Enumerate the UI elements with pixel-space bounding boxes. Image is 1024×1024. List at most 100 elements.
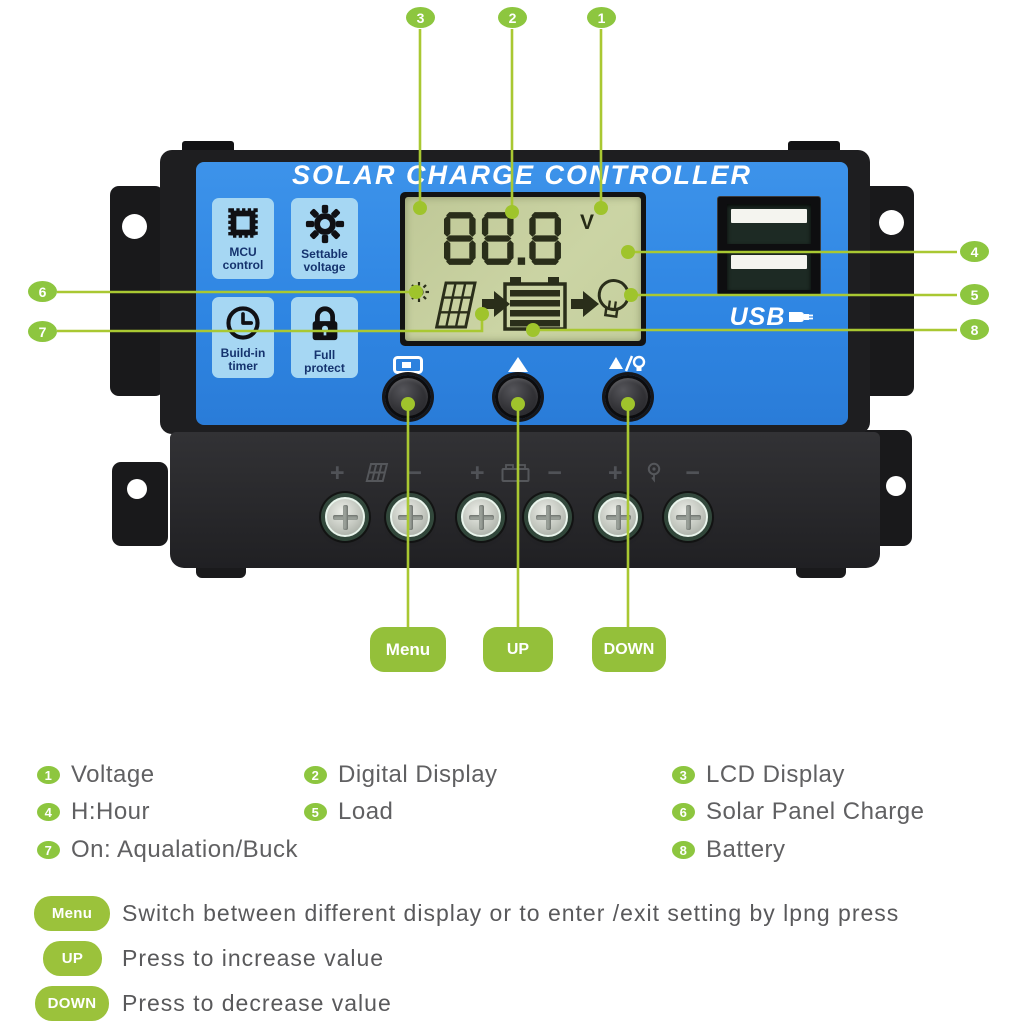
terminal-screw xyxy=(668,497,708,537)
legend-number-badge: 6 xyxy=(672,803,695,821)
legend-item: 4 H:Hour xyxy=(37,798,150,826)
legend-label: LCD Display xyxy=(706,761,845,788)
terminal-label-load: + − xyxy=(608,458,700,488)
callout-6: 6 xyxy=(28,281,57,302)
clock-icon xyxy=(226,306,260,340)
help-menu-text: Switch between different display or to e… xyxy=(122,900,900,926)
legend-label: Voltage xyxy=(71,761,155,788)
usb-tongue xyxy=(731,255,807,269)
legend-item: 5 Load xyxy=(304,798,393,826)
callout-7: 7 xyxy=(28,321,57,342)
help-up-pill: UP xyxy=(43,941,102,976)
help-up-text: Press to increase value xyxy=(122,945,385,971)
callout-8: 8 xyxy=(960,319,989,340)
menu-pill: Menu xyxy=(370,627,446,672)
usb-logo-text: USB xyxy=(729,302,786,331)
case-foot xyxy=(796,566,846,578)
up-pill: UP xyxy=(483,627,553,672)
terminal-screw xyxy=(325,497,365,537)
callout-5: 5 xyxy=(960,284,989,305)
lock-icon xyxy=(312,306,337,341)
minus-sign: − xyxy=(685,459,700,487)
legend-number-badge: 8 xyxy=(672,841,695,859)
mounting-hole xyxy=(879,210,904,235)
lcd-flow-icons xyxy=(409,277,630,331)
mounting-ear-bottom-left xyxy=(112,462,168,546)
mounting-hole xyxy=(127,479,147,499)
arrow-right-icon xyxy=(482,291,510,317)
mounting-hole xyxy=(122,214,147,239)
legend-item: 2 Digital Display xyxy=(304,761,498,789)
terminal-screw xyxy=(390,497,430,537)
lamp-icon xyxy=(597,279,630,319)
terminal-label-battery: + − xyxy=(470,458,562,488)
solar-panel-icon xyxy=(434,281,477,329)
legend-item: 1 Voltage xyxy=(37,761,155,789)
usb-plug-icon xyxy=(789,312,814,322)
usb-tongue xyxy=(731,209,807,223)
legend-label: On: Aqualation/Buck xyxy=(71,836,298,863)
menu-button xyxy=(385,375,431,419)
gear-icon xyxy=(305,204,344,244)
callout-3: 3 xyxy=(406,7,435,28)
callout-1: 1 xyxy=(587,7,616,28)
plus-sign: + xyxy=(330,459,345,487)
mounting-ear-top-left xyxy=(110,186,164,396)
legend-number-badge: 1 xyxy=(37,766,60,784)
legend-label: Digital Display xyxy=(338,761,498,788)
help-menu-pill: Menu xyxy=(34,896,110,931)
plus-sign: + xyxy=(608,459,623,487)
help-down-text: Press to decrease value xyxy=(122,990,392,1016)
device-title: SOLAR CHARGE CONTROLLER xyxy=(292,160,752,190)
callout-4: 4 xyxy=(960,241,989,262)
legend-number-badge: 2 xyxy=(304,766,327,784)
solar-panel-terminal-icon xyxy=(365,463,388,482)
case-foot xyxy=(196,566,246,578)
lcd-unit-label: V xyxy=(580,211,595,234)
terminal-screw xyxy=(461,497,501,537)
legend-item: 3 LCD Display xyxy=(672,761,845,789)
legend-number-badge: 3 xyxy=(672,766,695,784)
legend-label: H:Hour xyxy=(71,798,151,825)
legend-number-badge: 7 xyxy=(37,841,60,859)
down-button xyxy=(605,375,651,419)
battery-terminal-icon xyxy=(501,464,530,482)
usb-port xyxy=(727,204,811,244)
legend-label: Load xyxy=(338,798,394,825)
down-pill: DOWN xyxy=(592,627,666,672)
arrow-right-icon xyxy=(571,291,599,317)
legend-number-badge: 5 xyxy=(304,803,327,821)
legend-label: Battery xyxy=(706,836,786,863)
legend-number-badge: 4 xyxy=(37,803,60,821)
up-button xyxy=(495,375,541,419)
minus-sign: − xyxy=(407,459,422,487)
battery-icon xyxy=(503,277,567,331)
help-down-pill: DOWN xyxy=(35,986,109,1021)
load-terminal-icon xyxy=(647,462,661,483)
terminal-screw xyxy=(528,497,568,537)
legend-item: 8 Battery xyxy=(672,836,786,864)
minus-sign: − xyxy=(547,459,562,487)
usb-logo: USB xyxy=(714,300,830,334)
mcu-chip-icon xyxy=(228,208,258,238)
up-arrow-icon xyxy=(508,357,528,372)
mounting-hole xyxy=(886,476,906,496)
display-select-icon xyxy=(393,356,423,374)
arrow-slash-lamp-icon xyxy=(609,355,646,372)
usb-port-block xyxy=(717,196,821,296)
usb-port xyxy=(727,250,811,290)
legend-item: 7 On: Aqualation/Buck xyxy=(37,836,298,864)
terminal-screw xyxy=(598,497,638,537)
lcd-digits xyxy=(444,212,562,265)
plus-sign: + xyxy=(470,459,485,487)
sun-icon xyxy=(409,282,429,302)
